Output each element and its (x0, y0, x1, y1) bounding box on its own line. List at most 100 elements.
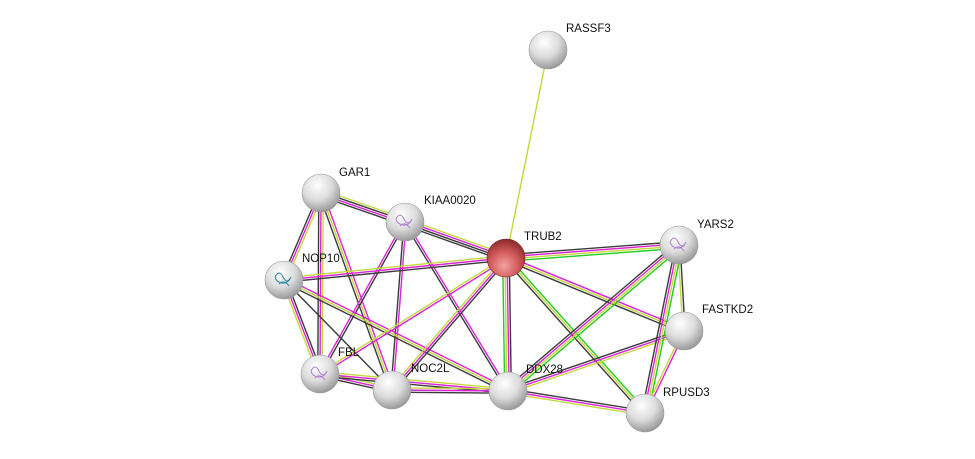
edge-evidence-line (403, 222, 508, 392)
edge-evidence-line (391, 257, 507, 391)
edge-evidence-line (318, 221, 405, 374)
node-nop10[interactable]: NOP10 (264, 253, 340, 300)
node-label: GAR1 (339, 167, 370, 179)
edge-evidence-line (504, 259, 684, 334)
edge-evidence-line (645, 245, 681, 414)
edge-noc2l-trub2[interactable] (389, 256, 509, 392)
edge-evidence-line (282, 281, 508, 394)
edge-trub2-ddx28[interactable] (502, 257, 512, 392)
node-rassf3[interactable]: RASSF3 (528, 23, 611, 70)
edge-evidence-line (507, 328, 684, 390)
edge-evidence-line (506, 255, 686, 330)
edge-evidence-line (506, 245, 680, 260)
node-label: TRUB2 (524, 231, 562, 243)
node-label: YARS2 (697, 219, 734, 231)
edge-gar1-noc2l[interactable] (318, 192, 395, 391)
node-sphere[interactable] (300, 354, 340, 394)
edge-evidence-line (505, 243, 679, 258)
edge-evidence-line (283, 255, 506, 279)
edge-gar1-fbl[interactable] (317, 192, 324, 375)
node-label: DDX28 (526, 364, 563, 376)
edge-evidence-line (392, 387, 509, 390)
edge-evidence-line (283, 279, 509, 392)
node-fastkd2[interactable]: FASTKD2 (664, 304, 753, 351)
node-label: KIAA0020 (424, 195, 476, 207)
node-sphere[interactable] (301, 173, 341, 213)
edge-evidence-line (390, 221, 405, 390)
node-sphere[interactable] (528, 30, 568, 70)
edge-evidence-line (392, 222, 407, 391)
edge-noc2l-ddx28[interactable] (391, 387, 509, 394)
edge-evidence-line (320, 192, 393, 391)
node-label: NOP10 (302, 253, 340, 265)
edge-evidence-line (508, 257, 512, 391)
edge-evidence-line (507, 392, 645, 416)
edge-kiaa0020-ddx28[interactable] (403, 221, 510, 392)
edge-evidence-line (391, 389, 509, 392)
edge-evidence-line (507, 330, 685, 392)
edge-nop10-noc2l[interactable] (283, 279, 393, 391)
node-sphere[interactable] (625, 393, 665, 433)
edge-evidence-line (505, 241, 678, 390)
edge-evidence-line (506, 247, 680, 262)
edge-evidence-line (391, 391, 508, 394)
edge-evidence-line (320, 371, 509, 390)
edge-evidence-line (283, 257, 507, 281)
edge-evidence-line (284, 259, 507, 283)
node-ddx28[interactable]: DDX28 (488, 364, 563, 411)
edge-evidence-line (321, 193, 324, 375)
edge-nop10-ddx28[interactable] (282, 277, 510, 394)
edge-evidence-line (506, 243, 679, 391)
edge-evidence-line (389, 256, 505, 390)
protein-structure-icon (395, 214, 413, 229)
edge-evidence-line (508, 245, 681, 393)
node-sphere[interactable] (488, 371, 528, 411)
node-kiaa0020[interactable]: KIAA0020 (385, 195, 476, 242)
edge-evidence-line (319, 192, 322, 375)
node-gar1[interactable]: GAR1 (301, 167, 370, 213)
edge-evidence-line (508, 388, 646, 412)
edge-trub2-fastkd2[interactable] (504, 255, 686, 334)
edge-ddx28-rpusd3[interactable] (507, 388, 646, 416)
node-fbl[interactable]: FBL (300, 347, 360, 394)
edge-rassf3-trub2[interactable] (505, 49, 549, 259)
node-label: RASSF3 (566, 23, 611, 35)
node-sphere[interactable] (664, 311, 704, 351)
edge-evidence-line (509, 246, 682, 395)
node-sphere[interactable] (372, 370, 412, 410)
node-sphere[interactable] (659, 225, 699, 265)
edge-nop10-trub2[interactable] (283, 255, 507, 283)
edge-ddx28-yars2[interactable] (505, 241, 682, 395)
protein-structure-icon (310, 366, 328, 381)
node-sphere[interactable] (385, 202, 425, 242)
node-rpusd3[interactable]: RPUSD3 (625, 387, 710, 433)
node-label: FASTKD2 (702, 304, 753, 316)
edge-evidence-line (319, 256, 506, 374)
node-sphere[interactable] (264, 260, 304, 300)
edge-evidence-line (284, 277, 510, 390)
edge-trub2-yars2[interactable] (505, 241, 680, 262)
edge-fbl-trub2[interactable] (319, 256, 507, 376)
edge-evidence-line (283, 279, 393, 391)
node-trub2[interactable]: TRUB2 (486, 231, 562, 278)
node-noc2l[interactable]: NOC2L (372, 363, 450, 410)
edge-evidence-line (317, 192, 320, 374)
edge-evidence-line (393, 258, 509, 392)
node-label: FBL (338, 347, 360, 359)
edge-kiaa0020-fbl[interactable] (318, 221, 407, 375)
edge-evidence-line (505, 257, 685, 332)
edge-evidence-line (405, 221, 510, 391)
edge-evidence-line (641, 244, 677, 413)
node-sphere[interactable] (486, 238, 526, 278)
node-label: NOC2L (411, 363, 450, 375)
edge-evidence-line (320, 258, 507, 376)
node-yars2[interactable]: YARS2 (659, 219, 734, 265)
edge-evidence-line (320, 222, 407, 375)
edge-evidence-line (318, 193, 391, 391)
edge-evidence-line (504, 258, 508, 392)
edge-kiaa0020-noc2l[interactable] (390, 221, 407, 391)
edge-evidence-line (505, 241, 679, 256)
edge-evidence-line (506, 257, 510, 391)
